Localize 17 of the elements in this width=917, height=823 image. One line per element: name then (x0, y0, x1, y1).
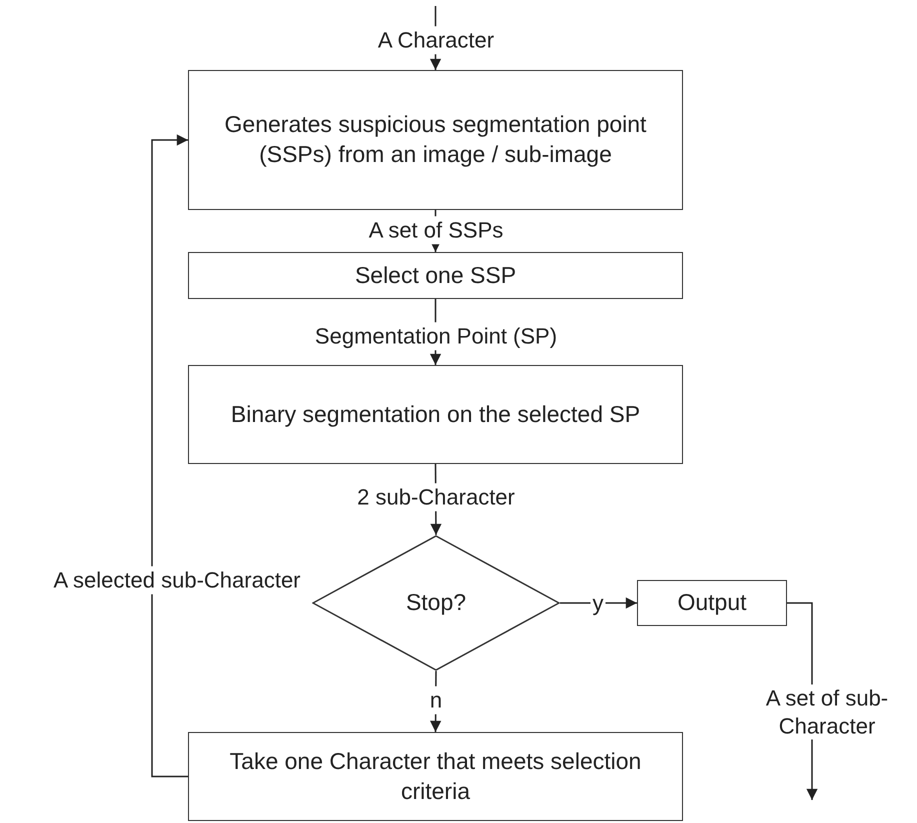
node-text: Stop? (404, 588, 468, 618)
arrow (151, 134, 188, 778)
process-box (188, 365, 683, 464)
process-box (188, 732, 683, 821)
edge-label: A set of SSPs (366, 216, 506, 244)
decision-diamond (312, 535, 560, 671)
process-box (188, 252, 683, 299)
node-text: Select one SSP (354, 260, 518, 290)
node-text: Take one Character that meets selection criteria (228, 746, 642, 806)
process-box (637, 580, 787, 626)
node-text: Output (676, 588, 748, 618)
node-text: Binary segmentation on the selected SP (230, 400, 642, 429)
edge-label: 2 sub-Character (355, 483, 517, 511)
node-text: Generates suspicious segmentation point (SSPs) from an image / sub-image (224, 110, 648, 169)
process-box (188, 70, 683, 210)
edge-label: A selected sub-Character (51, 566, 303, 594)
edge-label: A Character (376, 26, 496, 54)
